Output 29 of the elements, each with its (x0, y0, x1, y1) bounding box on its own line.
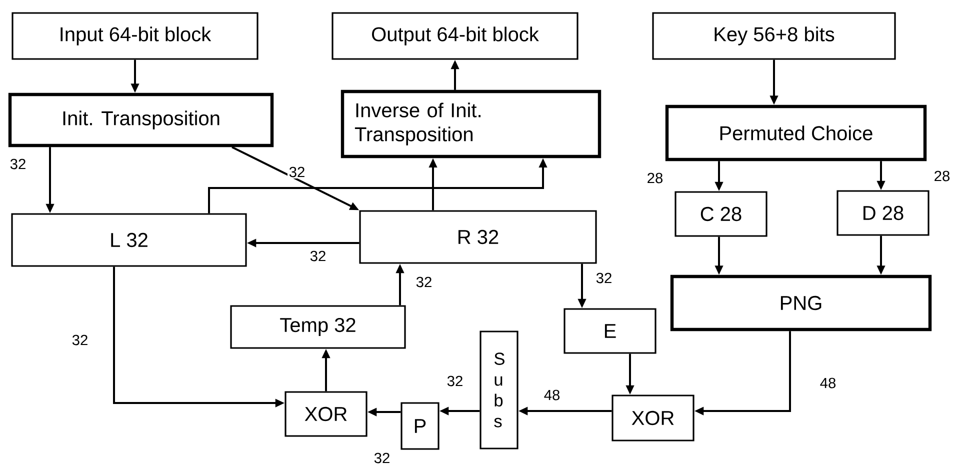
edge-label: 32 (372, 451, 392, 465)
edge-label: 28 (646, 171, 664, 185)
process-box: P (400, 402, 440, 450)
process-box: XOR (612, 394, 694, 442)
process-box: Inverse of Init. Transposition (340, 90, 602, 158)
process-box: Key 56+8 bits (652, 12, 896, 60)
edge-label: 32 (70, 333, 90, 347)
edge-label: 48 (818, 376, 838, 390)
process-box: XOR (284, 391, 368, 437)
process-box: C 28 (674, 191, 768, 237)
process-box: Init. Transposition (8, 92, 274, 148)
process-box: E (564, 308, 656, 354)
process-box: Permuted Choice (665, 104, 927, 162)
edge-label: 28 (932, 169, 952, 183)
edge-label: 32 (446, 374, 464, 388)
edge-label: 32 (308, 249, 328, 263)
process-box: Subs (480, 330, 518, 450)
process-box: L 32 (11, 213, 247, 267)
process-box: Output 64-bit block (332, 12, 578, 60)
process-box: PNG (670, 274, 932, 332)
edge-label: 32 (288, 165, 306, 179)
process-box: Input 64-bit block (12, 12, 258, 60)
edge-label: 32 (594, 271, 614, 285)
process-box: R 32 (359, 210, 597, 264)
process-box: D 28 (836, 190, 930, 236)
edge-label: 32 (8, 157, 28, 171)
edge-label: 48 (542, 388, 562, 402)
edge-label: 32 (414, 275, 434, 289)
process-box: Temp 32 (230, 305, 406, 349)
